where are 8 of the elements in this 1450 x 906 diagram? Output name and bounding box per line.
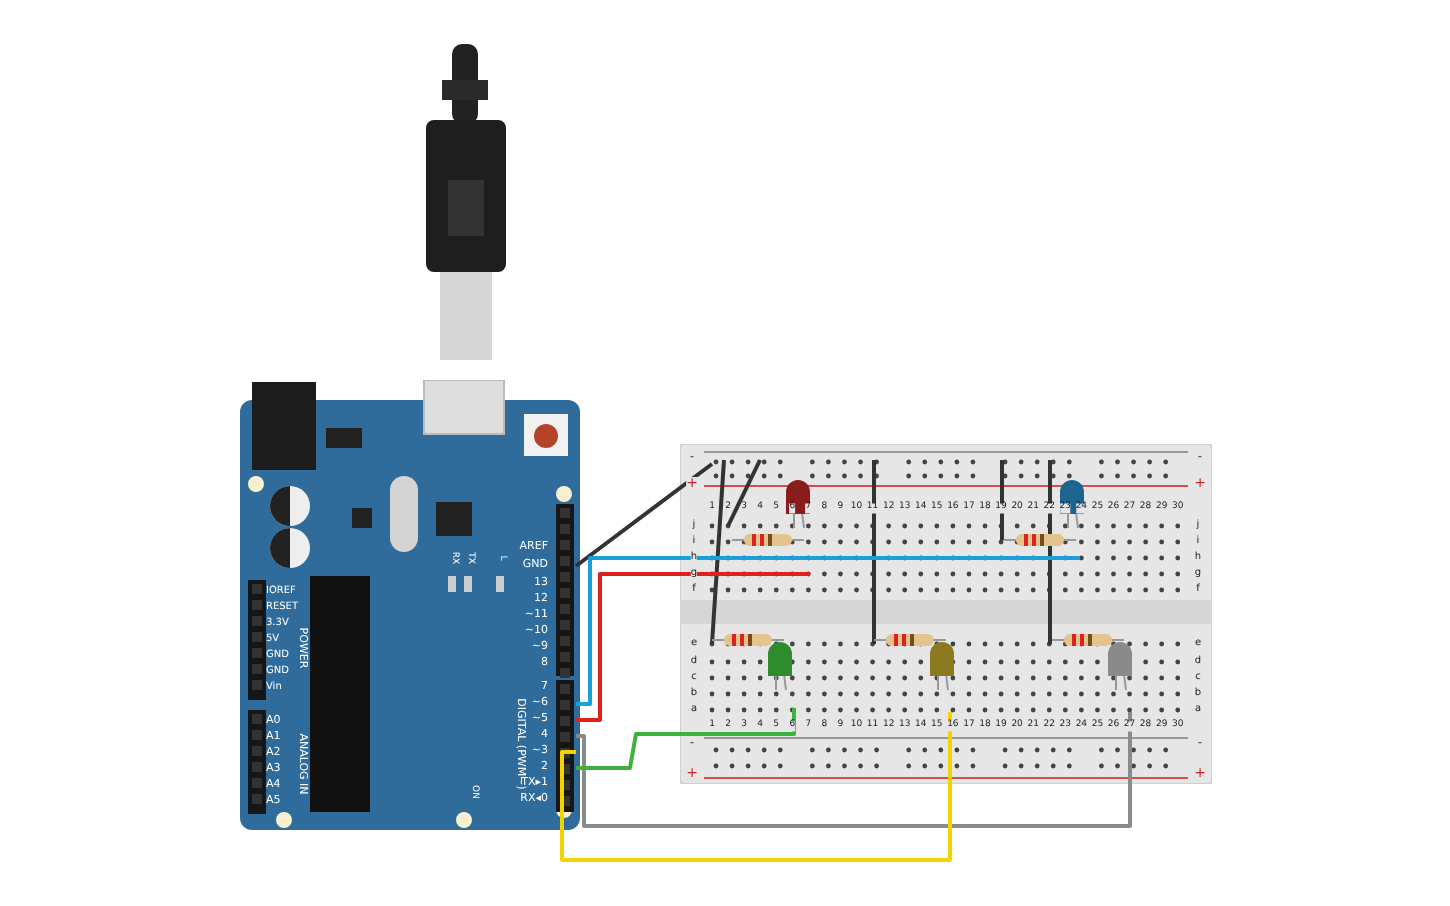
breadboard-drawing bbox=[680, 444, 1212, 784]
jumper-wire bbox=[576, 708, 796, 770]
jumper-wire bbox=[576, 712, 1132, 828]
jumper-wire bbox=[560, 712, 952, 862]
jumper-wire bbox=[576, 572, 810, 722]
jumper-wire bbox=[574, 462, 714, 568]
microcontroller-board-drawing bbox=[240, 380, 580, 830]
jumper-wire bbox=[576, 556, 1080, 706]
